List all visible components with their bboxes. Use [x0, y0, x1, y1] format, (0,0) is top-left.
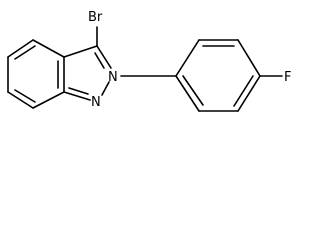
bond-c3a-c3	[63, 45, 98, 58]
bond-c4-c5-inner	[14, 45, 36, 60]
atom-label-n2: N	[108, 70, 118, 85]
bond-ph-c4-c5	[237, 75, 261, 112]
bond-ph-c1-c2	[175, 39, 200, 77]
bond-c3a-c4	[32, 39, 65, 58]
atom-label-n1: N	[91, 95, 101, 110]
bond-n2-n1	[101, 81, 110, 96]
bond-c3-n2	[96, 45, 112, 69]
bond-ph-c3-c4	[237, 39, 261, 77]
bond-c6-c7-inner	[14, 89, 36, 103]
molecule-structure: Br N N F	[7, 10, 291, 112]
bond-ph-c4-c5-inner	[233, 75, 254, 107]
bond-n1-c7a-inner	[68, 87, 89, 95]
bond-c3-n2-inner	[94, 52, 105, 69]
bond-ph-c6-c1	[175, 75, 200, 112]
bond-n1-c7a	[63, 91, 91, 101]
bond-c6-c7	[7, 91, 34, 109]
atom-label-f: F	[284, 70, 291, 85]
bond-c7-c7a	[32, 91, 65, 109]
bond-c4-c5	[7, 39, 34, 58]
bond-ph-c6-c1-inner	[182, 75, 204, 106]
atom-label-br: Br	[88, 10, 103, 25]
